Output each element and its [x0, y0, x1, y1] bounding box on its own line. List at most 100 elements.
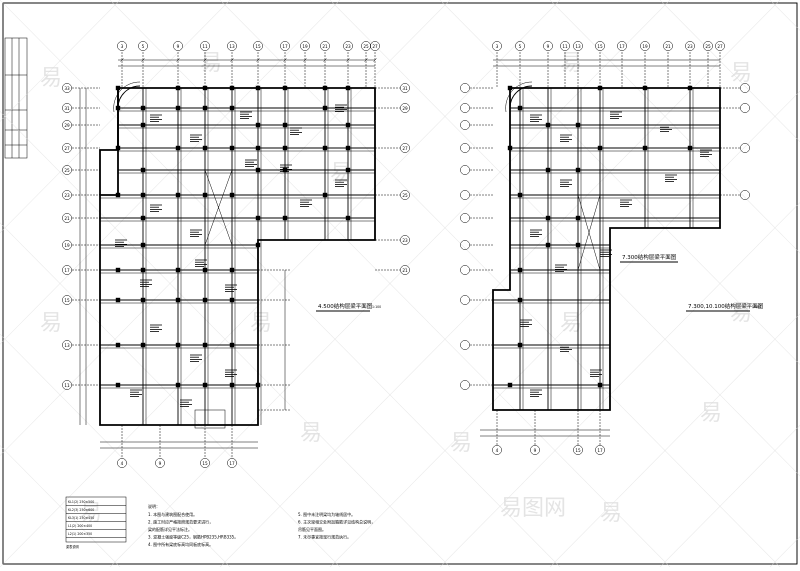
- left-axis-left-1: 31: [62, 103, 72, 113]
- note-left-4: 4. 图中所有梁底标高均同板底标高。: [148, 541, 213, 547]
- left-axis-right-5-label: 21: [402, 268, 408, 273]
- legend-footer: 梁表说明: [66, 544, 79, 549]
- left-axis-left-7-label: 19: [64, 243, 70, 248]
- left-axis-top-3: 11: [200, 41, 210, 51]
- left-axis-left-6: 21: [62, 213, 72, 223]
- note-left-1: 2. 施工时应严格按照规范要求进行，: [148, 519, 213, 525]
- right-axis-top-0: 3: [492, 41, 502, 51]
- right-axis-bottom-0: 4: [492, 445, 502, 455]
- left-axis-bottom-1: 9: [155, 458, 165, 468]
- left-axis-left-4-label: 25: [64, 168, 70, 173]
- watermark-9: 易: [450, 431, 472, 456]
- watermark-logo: 易图网: [500, 496, 566, 521]
- left-axis-top-1-label: 5: [142, 44, 145, 49]
- left-axis-left-9-label: 15: [64, 298, 70, 303]
- left-axis-bottom-3: 17: [227, 458, 237, 468]
- left-axis-left-10: 13: [62, 340, 72, 350]
- note-right-1: 6. 主次梁相交处附加箍筋详见结构总说明，: [298, 519, 375, 525]
- left-axis-left-9: 15: [62, 295, 72, 305]
- left-axis-top-0: 3: [117, 41, 127, 51]
- watermark-8: 易: [730, 301, 752, 326]
- watermark-7: 易: [560, 311, 582, 336]
- left-axis-left-8: 17: [62, 265, 72, 275]
- right-axis-bottom-2: 15: [573, 445, 583, 455]
- left-axis-right-4: 23: [400, 235, 410, 245]
- right-axis-top-2: 9: [543, 41, 553, 51]
- left-plan-scale: 1:100: [372, 305, 381, 309]
- left-axis-left-8-label: 17: [64, 268, 70, 273]
- right-axis-bottom-0-label: 4: [496, 448, 499, 453]
- left-axis-left-3-label: 27: [64, 146, 70, 151]
- right-plan-scale: 1:100: [752, 305, 761, 309]
- legend-row-1: KL2(3) 250×600: [68, 508, 94, 512]
- right-outline: [492, 87, 721, 411]
- right-axis-top-8-label: 21: [665, 44, 671, 49]
- legend-row-4: L2(1) 200×350: [68, 532, 92, 536]
- left-axis-right-4-label: 23: [402, 238, 408, 243]
- right-axis-top-11-label: 27: [717, 44, 723, 49]
- left-axis-top-3-label: 11: [202, 44, 208, 49]
- watermark-2: 易: [560, 51, 582, 76]
- left-axis-left-1-label: 31: [64, 106, 70, 111]
- right-axis-top-6-label: 17: [619, 44, 625, 49]
- left-axis-left-11: 11: [62, 380, 72, 390]
- right-axis-bottom-1-label: 9: [534, 448, 537, 453]
- left-axis-top-11-label: 27: [372, 44, 378, 49]
- right-axis-top-7: 19: [640, 41, 650, 51]
- right-axis-top-3: 11: [560, 41, 570, 51]
- left-axis-right-5: 21: [400, 265, 410, 275]
- left-axis-right-1: 29: [400, 103, 410, 113]
- left-axis-left-11-label: 11: [64, 383, 70, 388]
- left-axis-top-5: 15: [253, 41, 263, 51]
- right-axis-top-7-label: 19: [642, 44, 648, 49]
- right-axis-bottom-2-label: 15: [575, 448, 581, 453]
- right-plan-title-group: 7.300结构层梁平面图 7.300,10.100结构层梁平面图 1:100: [620, 253, 764, 312]
- right-axis-bottom-3-label: 17: [597, 448, 603, 453]
- left-axis-top-2: 9: [173, 41, 183, 51]
- right-axis-top-5: 15: [595, 41, 605, 51]
- left-axis-bottom-2: 15: [200, 458, 210, 468]
- right-axis-top-1: 5: [515, 41, 525, 51]
- left-axis-bottom-2-label: 15: [202, 461, 208, 466]
- left-axis-right-2-label: 27: [402, 146, 408, 151]
- right-axis-top-2-label: 9: [547, 44, 550, 49]
- right-axis-top-9: 23: [685, 41, 695, 51]
- left-axis-right-3-label: 25: [402, 193, 408, 198]
- left-axis-top-0-label: 3: [121, 44, 124, 49]
- left-axis-top-8: 21: [320, 41, 330, 51]
- note-left-2: 梁的配筋详见平法标注。: [148, 526, 192, 532]
- left-plan-title: 4.500结构层梁平面图: [318, 302, 373, 310]
- left-axis-left-4: 25: [62, 165, 72, 175]
- right-axis-top-6: 17: [617, 41, 627, 51]
- left-axis-top-9: 23: [343, 41, 353, 51]
- right-arc-bay: [509, 85, 533, 109]
- right-plan-title-b: 7.300,10.100结构层梁平面图: [688, 302, 764, 310]
- right-axis-top-10: 25: [703, 41, 713, 51]
- watermark-0: 易: [40, 66, 62, 91]
- left-axis-left-3: 27: [62, 143, 72, 153]
- left-axis-right-0: 31: [400, 83, 410, 93]
- left-axis-top-10-label: 25: [363, 44, 369, 49]
- watermark-10: 易: [600, 501, 622, 526]
- legend-row-2: KL3(1) 250×450: [68, 516, 94, 520]
- left-axis-top-7-label: 19: [302, 44, 308, 49]
- right-axis-top-0-label: 3: [496, 44, 499, 49]
- right-plan-title-a: 7.300结构层梁平面图: [622, 253, 677, 261]
- design-notes: 说明： 1. 本图与建筑图配合使用。2. 施工时应严格按照规范要求进行， 梁的配…: [148, 503, 375, 547]
- left-axis-top-4-label: 13: [229, 44, 235, 49]
- left-axis-left-2: 29: [62, 120, 72, 130]
- left-axis-top-6: 17: [280, 41, 290, 51]
- right-axis-top-8: 21: [663, 41, 673, 51]
- left-outline: [99, 87, 376, 426]
- left-axis-bottom-1-label: 9: [159, 461, 162, 466]
- left-outline-step: [99, 88, 119, 195]
- note-left-3: 3. 混凝土强度等级C25，钢筋HPB235,HRB335。: [148, 534, 238, 540]
- right-axis-top-11: 27: [715, 41, 725, 51]
- left-axis-top-4: 13: [227, 41, 237, 51]
- left-axis-top-2-label: 9: [177, 44, 180, 49]
